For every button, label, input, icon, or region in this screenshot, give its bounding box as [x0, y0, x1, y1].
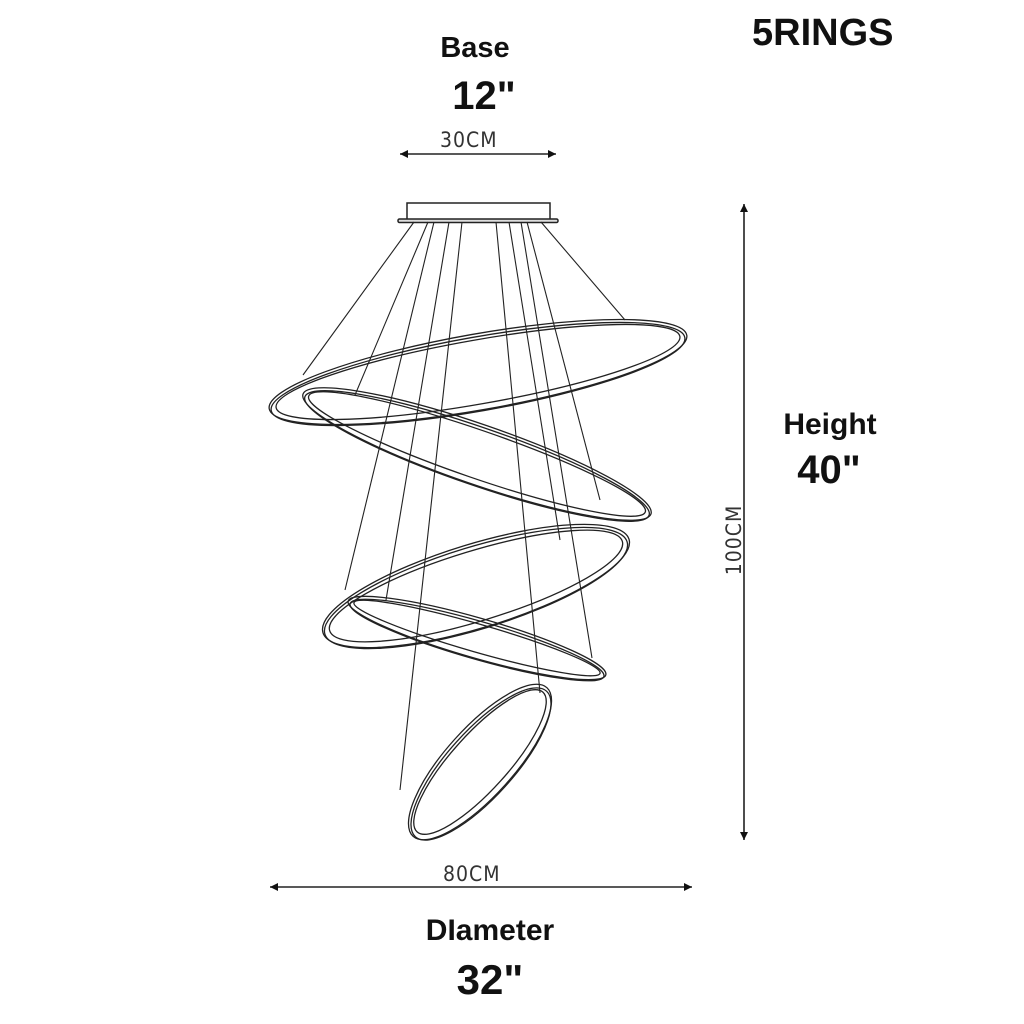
base-metric: 30CM	[440, 128, 498, 152]
canopy-base	[397, 202, 559, 224]
height-inches: 40"	[797, 448, 861, 492]
ring-2	[302, 387, 652, 522]
ring-1	[268, 318, 688, 427]
base-label: Base	[440, 32, 510, 64]
ring-5	[407, 683, 553, 841]
diameter-inches: 32"	[456, 956, 524, 1003]
diameter-metric: 80CM	[443, 862, 501, 886]
product-title: 5RINGS	[752, 12, 894, 54]
ring-4	[347, 595, 607, 682]
diameter-label: DIameter	[425, 914, 555, 947]
suspension-wires	[302, 221, 626, 791]
base-inches: 12"	[452, 74, 516, 118]
height-label: Height	[783, 408, 877, 441]
